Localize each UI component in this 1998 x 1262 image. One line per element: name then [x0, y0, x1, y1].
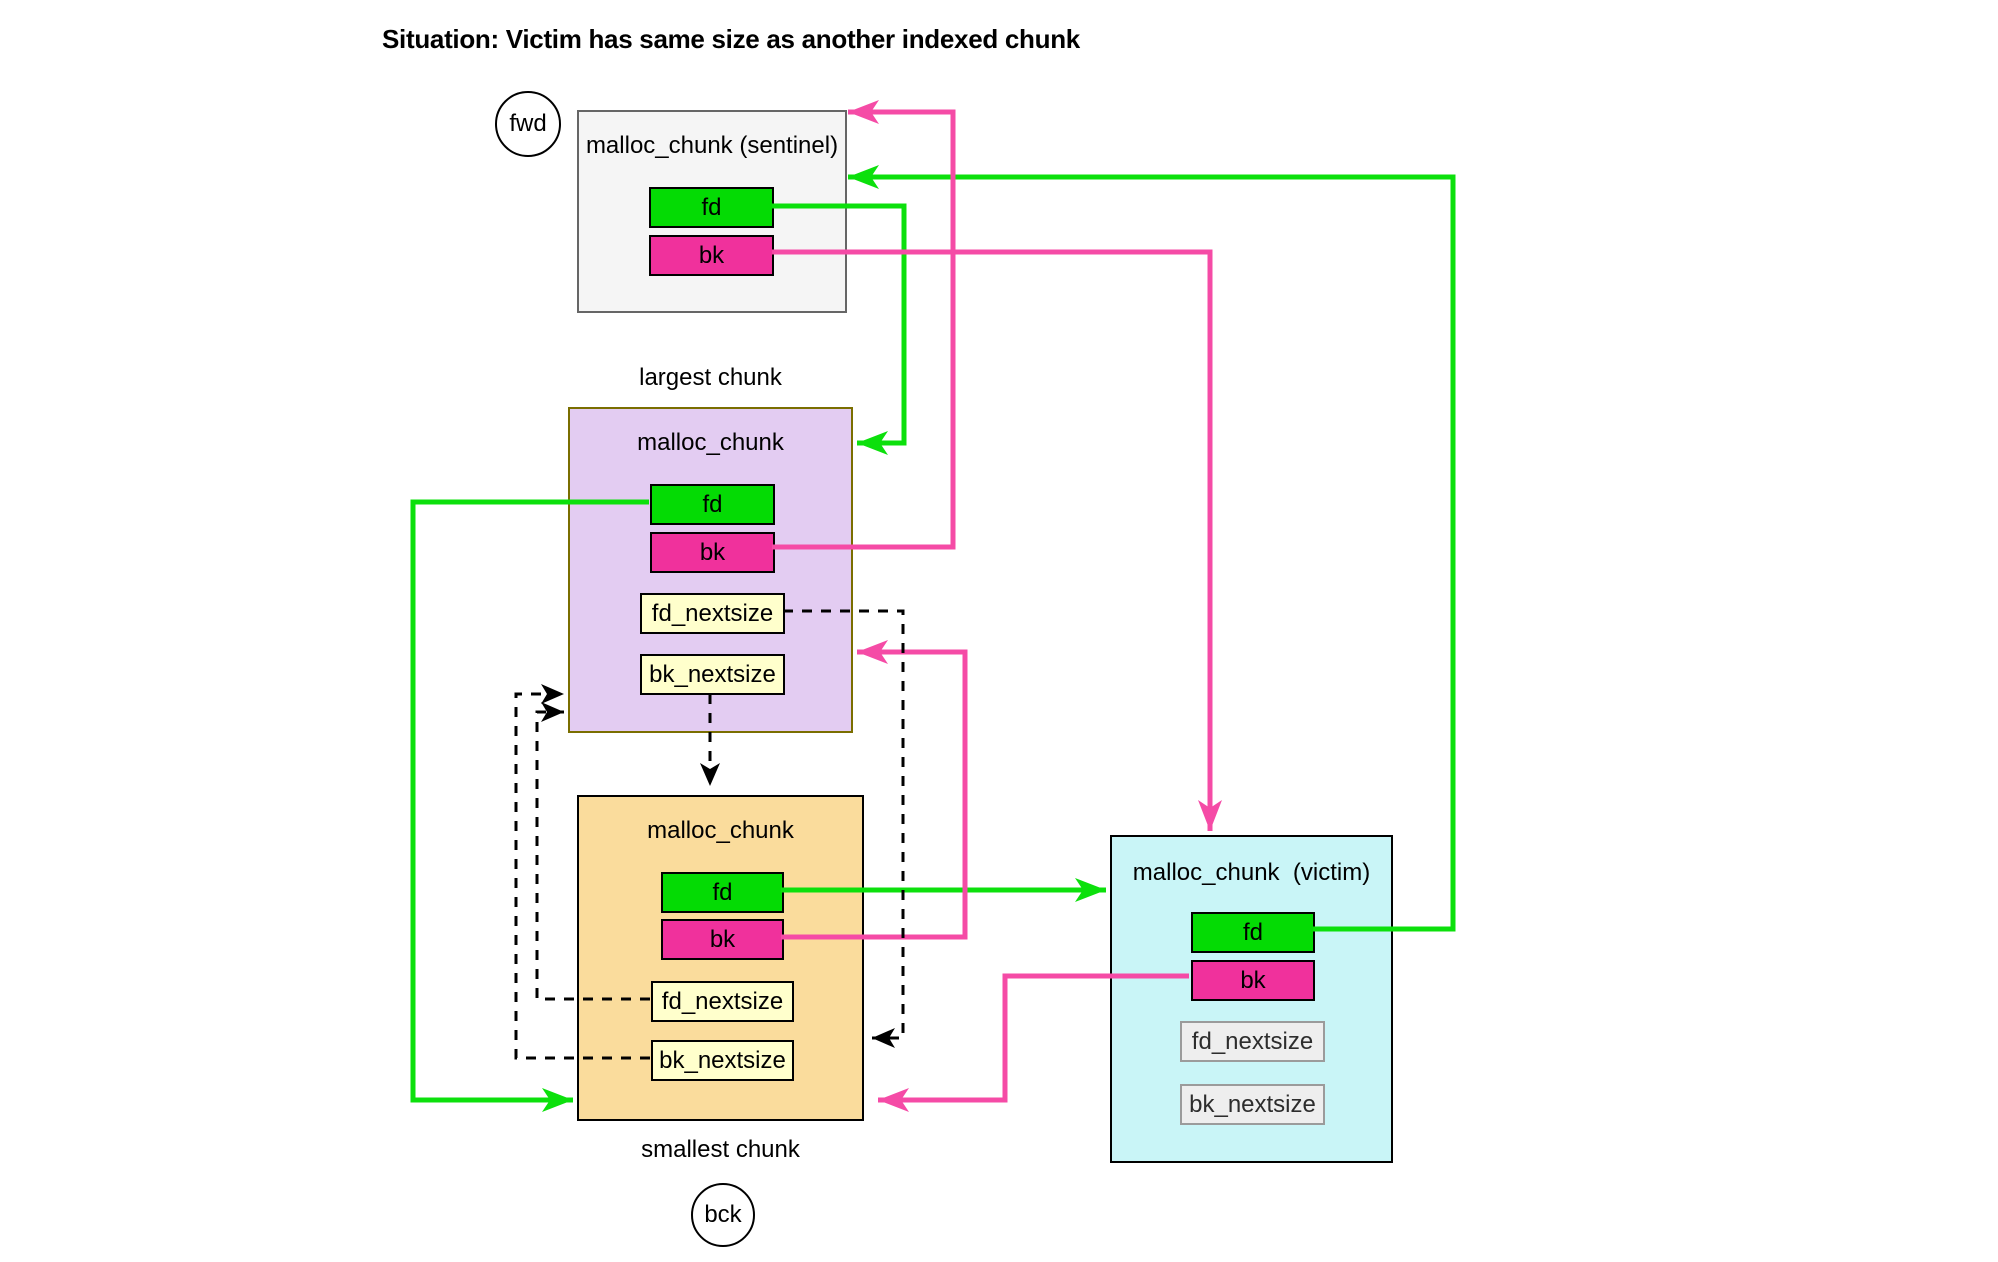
arrow-victim-fd-to-sentinel — [848, 165, 1456, 932]
sentinel-fd-field: fd — [649, 187, 774, 228]
chunk-victim-title: malloc_chunk (victim) — [1132, 859, 1371, 886]
victim-fd-field: fd — [1191, 912, 1315, 953]
caption-largest-chunk: largest chunk — [639, 364, 782, 391]
largest-fd-field: fd — [650, 484, 775, 525]
bck-badge: bck — [691, 1183, 755, 1247]
page-title: Situation: Victim has same size as anoth… — [382, 24, 1080, 54]
victim-bk-nextsize-field: bk_nextsize — [1180, 1084, 1325, 1125]
smallest-fd-nextsize-field: fd_nextsize — [651, 981, 794, 1022]
smallest-bk-field: bk — [661, 919, 784, 960]
chunk-smallest-title: malloc_chunk — [647, 817, 794, 844]
chunk-largest-title: malloc_chunk — [637, 429, 784, 456]
sentinel-bk-field: bk — [649, 235, 774, 276]
victim-fd-nextsize-field: fd_nextsize — [1180, 1021, 1325, 1062]
chunk-victim: malloc_chunk (victim) fd bk fd_nextsize … — [1110, 835, 1393, 1163]
fwd-badge: fwd — [495, 91, 561, 157]
chunk-largest: malloc_chunk fd bk fd_nextsize bk_nextsi… — [568, 407, 853, 733]
largest-fd-nextsize-field: fd_nextsize — [640, 593, 785, 634]
caption-smallest-chunk: smallest chunk — [641, 1136, 800, 1163]
smallest-bk-nextsize-field: bk_nextsize — [651, 1040, 794, 1081]
smallest-fd-field: fd — [661, 872, 784, 913]
largest-bk-nextsize-field: bk_nextsize — [640, 654, 785, 695]
chunk-smallest: malloc_chunk fd bk fd_nextsize bk_nextsi… — [577, 795, 864, 1121]
largest-bk-field: bk — [650, 532, 775, 573]
victim-bk-field: bk — [1191, 960, 1315, 1001]
chunk-sentinel: malloc_chunk (sentinel) fd bk — [577, 110, 847, 313]
chunk-sentinel-title: malloc_chunk (sentinel) — [585, 132, 839, 159]
